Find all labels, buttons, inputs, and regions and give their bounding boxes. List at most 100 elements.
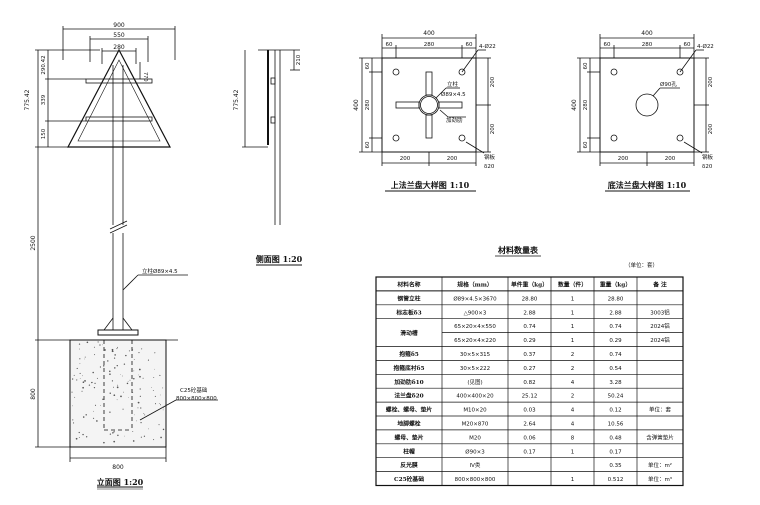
table-row-name: 加劲肋δ10 (393, 378, 423, 386)
tf-stiffener-label: 加劲肋 (446, 116, 463, 124)
bf-dim-60b: 60 (684, 42, 691, 48)
table-cell: 1 (571, 338, 575, 344)
table-cell: 0.12 (609, 408, 621, 414)
tf-dim-400: 400 (423, 30, 435, 37)
table-header-cell: 规格（mm） (457, 280, 492, 288)
dim-900: 900 (113, 22, 125, 29)
bf-dim-b200a: 200 (618, 156, 629, 162)
side-dim-775: 775.42 (233, 89, 240, 110)
dim-150: 150 (41, 128, 47, 139)
table-cell: 3003铝 (650, 308, 670, 316)
table-unit: （单位：套） (625, 261, 658, 269)
table-row-name: 柱帽 (403, 447, 415, 455)
front-elevation-view (35, 26, 218, 490)
bottom-flange-title: 底法兰盘大样图 1:10 (607, 180, 687, 190)
table-cell: 0.512 (608, 477, 624, 483)
table-cell: M20 (469, 435, 481, 441)
concrete-speckle (71, 341, 165, 444)
table-row-name: 抱箍δ5 (399, 350, 419, 358)
table-header-cell: 重量（kg） (600, 280, 631, 288)
table-cell: 50.24 (608, 394, 624, 400)
side-dim-210: 210 (296, 54, 302, 65)
dim-2500: 2500 (30, 235, 37, 250)
dim-800-v: 800 (30, 388, 37, 400)
table-cell: 0.48 (609, 435, 622, 441)
table-row-name: 滑动槽 (400, 329, 418, 337)
table-row-name: C25砼基础 (394, 475, 424, 483)
table-cell: 30×5×222 (460, 366, 490, 372)
tf-dim-v200a: 200 (490, 76, 496, 87)
table-cell: 0.74 (609, 352, 622, 358)
tf-hole-label: 4-Ø22 (479, 43, 496, 50)
table-row-name: 螺栓、螺母、垫片 (386, 406, 433, 414)
dim-290: 290.42 (41, 55, 47, 74)
table-row-name: 抱箍底衬δ5 (393, 364, 424, 372)
table-header-cell: 材料名称 (396, 280, 420, 288)
table-cell: 单位：套 (649, 406, 672, 414)
bf-dim-b200b: 200 (665, 156, 676, 162)
dim-280: 280 (113, 44, 125, 51)
tf-dim-h280: 280 (365, 99, 371, 110)
table-cell: 2024铝 (650, 322, 670, 330)
table-cell: 2.88 (609, 310, 622, 316)
table-cell: 0.29 (609, 338, 622, 344)
front-view-title: 立面图 1:20 (97, 477, 144, 487)
bf-hole-label: 4-Ø22 (697, 43, 714, 50)
dim-800-h: 800 (112, 464, 124, 471)
table-cell: 28.80 (522, 296, 538, 302)
table-cell: M10×20 (463, 408, 487, 414)
table-cell: 0.29 (523, 338, 536, 344)
table-cell: 10.56 (608, 421, 624, 427)
table-header-cell: 备 注 (652, 280, 667, 288)
top-flange-title: 上法兰盘大样图 1:10 (391, 180, 470, 190)
table-cell: Ø89×4.5×3670 (453, 295, 497, 302)
bf-center-label: Ø90孔 (660, 80, 677, 88)
table-cell: 0.82 (523, 380, 535, 386)
bf-plate-thickness: δ20 (702, 164, 713, 170)
table-row-name: 法兰盘δ20 (394, 392, 423, 400)
table-cell: 2 (571, 366, 575, 372)
tf-dim-60b: 60 (466, 42, 473, 48)
side-view (242, 49, 302, 266)
tf-plate-label: 钢板 (484, 153, 496, 161)
tf-dim-h400: 400 (353, 99, 360, 111)
foundation-label: C25砼基础 (180, 386, 208, 394)
table-cell: 1 (571, 449, 575, 455)
table-cell: 4 (571, 421, 575, 427)
table-row-name: 螺母、垫片 (395, 433, 424, 441)
bottom-flange-detail (577, 34, 709, 192)
table-cell: 0.54 (609, 366, 622, 372)
bf-dim-h280: 280 (583, 99, 589, 110)
table-cell: 0.27 (523, 366, 536, 372)
tf-post-label: 立柱 (447, 80, 459, 88)
table-title: 材料数量表 (498, 245, 539, 255)
top-flange-detail (359, 34, 491, 192)
table-header-cell: 单件重（kg） (511, 280, 548, 288)
bf-dim-h60a: 60 (583, 62, 589, 69)
table-cell: 单位：m² (648, 461, 672, 469)
tf-dim-60a: 60 (386, 42, 393, 48)
table-cell: 2 (571, 352, 575, 358)
table-cell: 0.37 (523, 352, 536, 358)
dim-339: 339 (41, 94, 47, 105)
table-cell: 65×20×4×550 (454, 324, 496, 330)
table-cell: 0.74 (523, 324, 536, 330)
table-row-name: 地脚螺栓 (397, 419, 420, 427)
dim-70: 770 (142, 72, 148, 82)
table-row-name: 反光膜 (400, 461, 418, 469)
table-cell: △900×3 (464, 310, 487, 316)
bf-dim-280: 280 (642, 42, 653, 48)
tf-dim-280: 280 (424, 42, 435, 48)
side-view-title: 侧面图 1:20 (256, 254, 303, 264)
table-cell: 0.17 (609, 449, 622, 455)
tf-dim-h60b: 60 (365, 141, 371, 148)
table-cell: 400×400×20 (456, 394, 494, 400)
table-row-name: 标志板δ3 (395, 308, 421, 316)
table-row-name: 钢管立柱 (397, 294, 420, 302)
table-cell: 单位：m³ (648, 475, 672, 483)
table-cell: 2024铝 (650, 336, 670, 344)
table-cell: 2.88 (523, 310, 536, 316)
table-cell: 65×20×4×220 (454, 338, 496, 344)
